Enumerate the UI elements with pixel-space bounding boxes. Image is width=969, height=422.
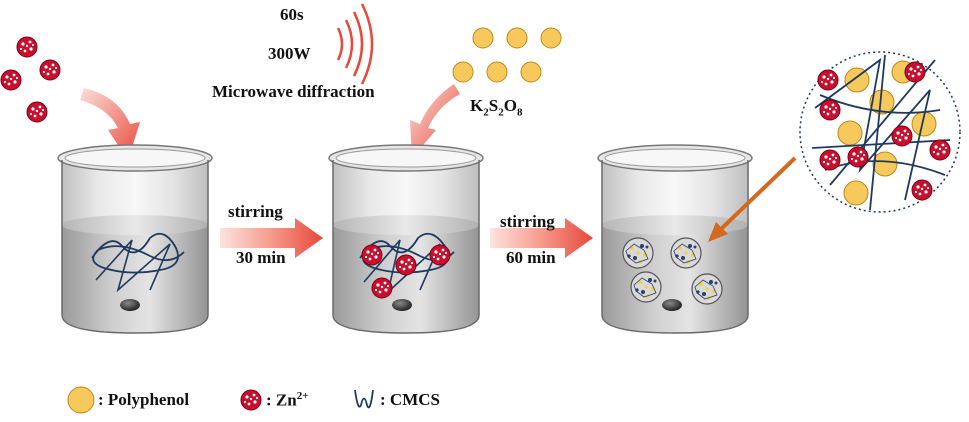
zn-particle (39, 59, 61, 81)
beaker-3 (597, 144, 753, 334)
cmcs-chain (91, 232, 185, 274)
legend-polyphenol-label: : Polyphenol (98, 390, 190, 409)
stir-bar (662, 299, 682, 311)
zn-particle (819, 149, 841, 171)
k2s2o8-particles (452, 27, 562, 83)
step-2-duration: 60 min (506, 248, 556, 267)
beaker-1 (57, 144, 213, 334)
zoom-arrow (708, 156, 797, 242)
nanoparticle (622, 237, 654, 269)
zn-particle (0, 69, 22, 91)
zn-particle (361, 244, 383, 266)
step-2-action: stirring (500, 212, 555, 231)
nanoparticle (630, 271, 662, 303)
nanoparticle (691, 273, 723, 305)
microwave-power: 300W (268, 44, 311, 63)
step-arrow-2 (490, 218, 593, 258)
stir-bar (120, 299, 140, 311)
zn-particle (904, 61, 926, 83)
curved-arrow-1 (80, 88, 140, 160)
zn-particle (847, 146, 869, 168)
microwave-waves-icon (336, 3, 374, 85)
step-arrow-1 (220, 218, 323, 258)
step-1-duration: 30 min (236, 248, 286, 267)
zn-particle (891, 125, 913, 147)
step-1-action: stirring (228, 202, 283, 221)
zoom-detail-circle (799, 51, 961, 213)
beaker-2 (328, 144, 484, 334)
legend-zn-label: : Zn2+ (266, 390, 309, 410)
microwave-time: 60s (280, 5, 304, 24)
zn-particle (911, 179, 933, 201)
zn-particle (429, 244, 451, 266)
legend-cmcs-symbol (354, 389, 374, 409)
reagent-formula: K2S2O8 (470, 96, 523, 119)
zn-particles-input (0, 36, 61, 123)
zn-particle (817, 69, 839, 91)
legend-polyphenol-symbol (67, 386, 95, 414)
zn-particle (929, 139, 951, 161)
zn-particle (819, 99, 841, 121)
zn-particle (371, 277, 393, 299)
zn-particle (16, 36, 38, 58)
legend-cmcs-label: : CMCS (380, 390, 440, 409)
legend-zn-symbol (240, 389, 262, 411)
curved-arrow-2 (410, 84, 460, 158)
cmcs-chain (359, 232, 455, 274)
zn-particle (395, 254, 417, 276)
nanoparticle (670, 237, 702, 269)
zn-particle (26, 101, 48, 123)
stir-bar (392, 299, 412, 311)
microwave-label: Microwave diffraction (212, 82, 375, 101)
